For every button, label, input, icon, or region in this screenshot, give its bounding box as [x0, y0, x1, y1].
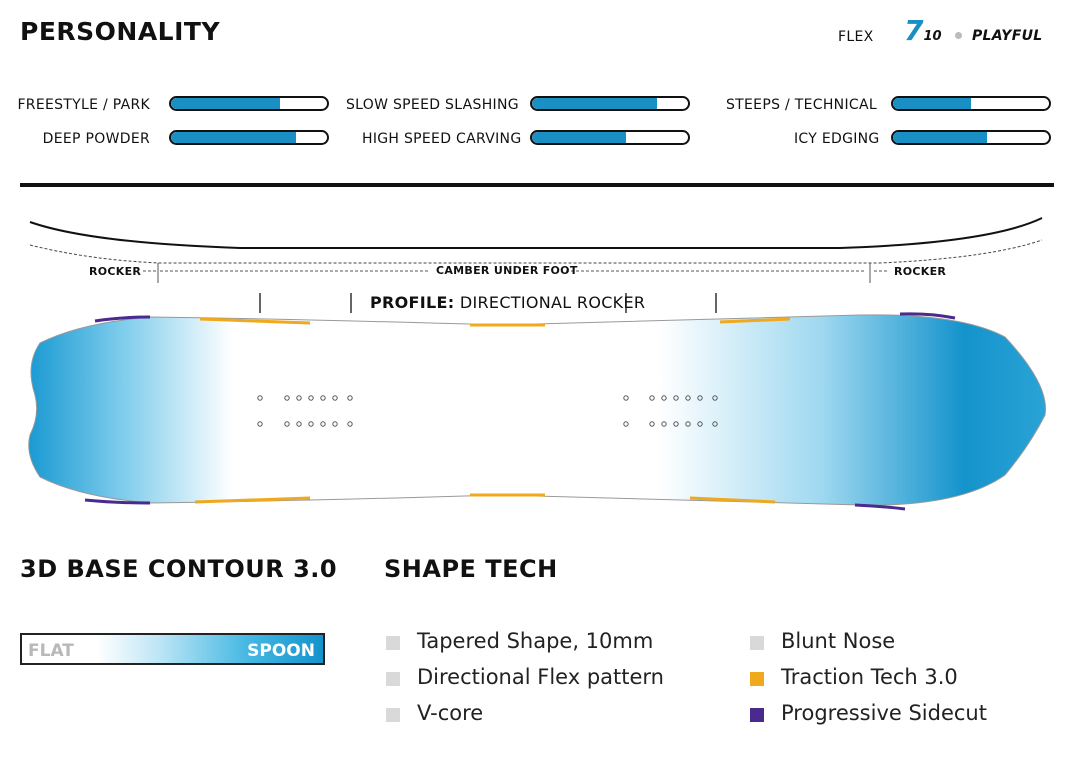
flex-value: 7 [904, 14, 924, 47]
flex-rating: 710 [904, 14, 942, 47]
traction-orange-3 [719, 317, 791, 324]
rating-fill [893, 98, 971, 109]
sidecut-purple-top-right [899, 312, 956, 320]
rating-bar-steeps-technical [891, 96, 1051, 111]
flat-label: FLAT [28, 641, 74, 661]
rating-label-icy-edging: ICY EDGING [794, 131, 880, 147]
traction-orange-4 [194, 496, 311, 504]
rating-fill [893, 132, 987, 143]
spoon-label: SPOON [247, 641, 315, 661]
tech-item-tapered-shape: Tapered Shape, 10mm [417, 629, 654, 653]
traction-orange-1 [199, 317, 311, 325]
tech-swatch [386, 636, 400, 650]
rating-label-high-speed-carving: HIGH SPEED CARVING [362, 131, 522, 147]
sidecut-purple-top-left [94, 315, 151, 323]
rocker-right-label: ROCKER [894, 265, 947, 278]
profile-value: DIRECTIONAL ROCKER [459, 293, 646, 312]
insert-pack-left [257, 395, 353, 427]
rating-label-freestyle: FREESTYLE / PARK [17, 97, 150, 113]
rating-fill [171, 98, 281, 109]
tech-swatch [386, 708, 400, 722]
insert-pack-right [623, 395, 718, 427]
profile-top-line [29, 217, 1043, 249]
rating-bar-high-speed-carving [530, 130, 690, 145]
board-outline [28, 314, 1046, 506]
rating-label-slow-speed-slashing: SLOW SPEED SLASHING [346, 97, 519, 113]
tech-item-progressive-sidecut: Progressive Sidecut [781, 701, 987, 725]
profile-type: PROFILE: DIRECTIONAL ROCKER [370, 293, 645, 312]
profile-base-line [29, 239, 1043, 264]
rating-bar-icy-edging [891, 130, 1051, 145]
rating-fill [532, 132, 626, 143]
section-divider [20, 183, 1054, 187]
board-shape-diagram [28, 312, 1046, 511]
board-profile-diagram [29, 217, 1043, 313]
tech-swatch [386, 672, 400, 686]
sidecut-purple-bottom-left [84, 498, 151, 505]
rating-label-deep-powder: DEEP POWDER [42, 131, 150, 147]
rating-bar-deep-powder [169, 130, 329, 145]
flex-descriptor: PLAYFUL [972, 28, 1043, 44]
sidecut-purple-bottom-right [854, 503, 906, 511]
flex-label: FLEX [838, 29, 874, 45]
tech-item-traction-tech: Traction Tech 3.0 [781, 665, 958, 689]
rocker-left-label: ROCKER [89, 265, 142, 278]
profile-prefix: PROFILE: [370, 293, 455, 312]
tech-item-blunt-nose: Blunt Nose [781, 629, 896, 653]
rating-fill [171, 132, 296, 143]
section-title-shape-tech: SHAPE TECH [384, 555, 558, 583]
tech-item-directional-flex: Directional Flex pattern [417, 665, 664, 689]
camber-label: CAMBER UNDER FOOT [436, 264, 578, 277]
tech-swatch [750, 672, 764, 686]
rating-bar-freestyle [169, 96, 329, 111]
section-title-base-contour: 3D BASE CONTOUR 3.0 [20, 555, 338, 583]
tech-swatch [750, 708, 764, 722]
traction-orange-6 [689, 496, 776, 504]
tech-item-v-core: V-core [417, 701, 484, 725]
base-contour-gradient: FLAT SPOON [20, 633, 325, 665]
dot-separator-icon [955, 32, 962, 39]
rating-bar-slow-speed-slashing [530, 96, 690, 111]
section-title-personality: PERSONALITY [20, 17, 221, 46]
rating-label-steeps-technical: STEEPS / TECHNICAL [726, 97, 877, 113]
flex-max: 10 [923, 29, 942, 44]
rating-fill [532, 98, 657, 109]
tech-swatch [750, 636, 764, 650]
